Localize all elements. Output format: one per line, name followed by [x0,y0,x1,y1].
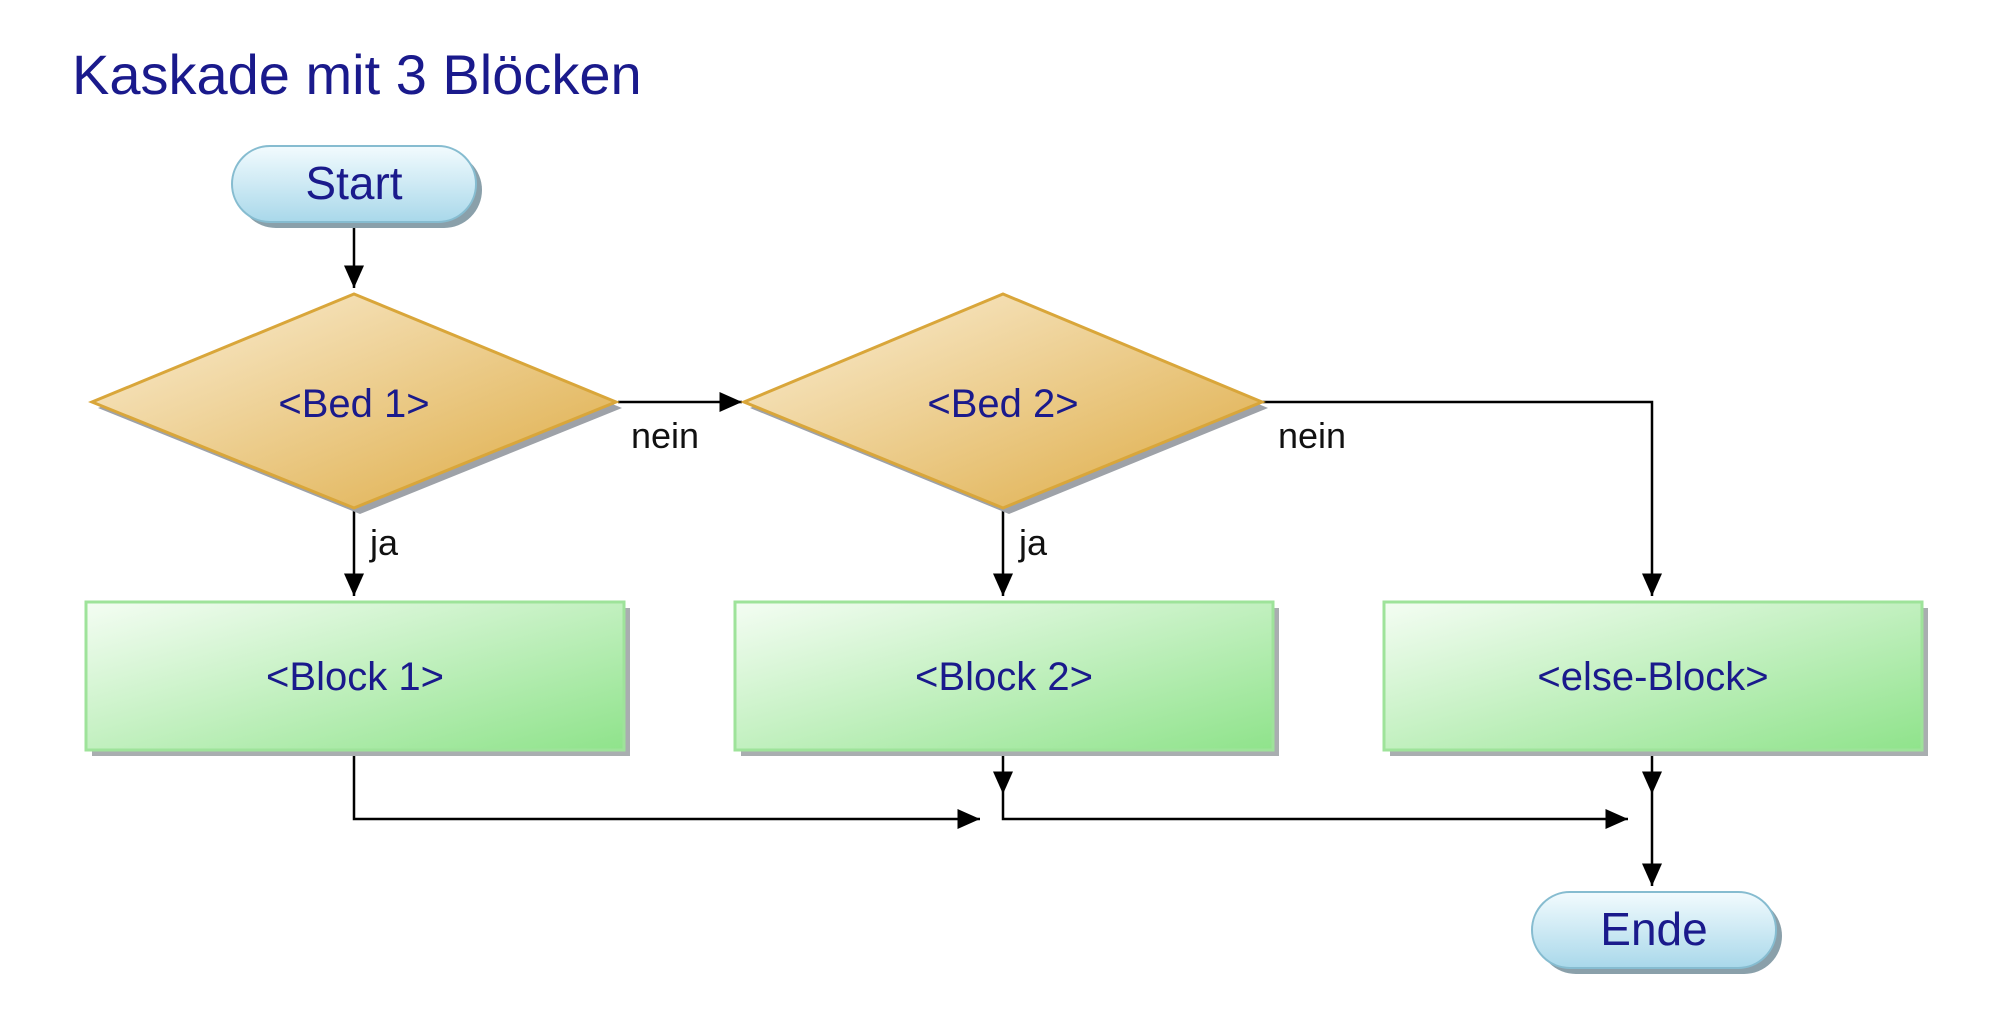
block2-label: <Block 2> [915,655,1093,699]
ende-label: Ende [1600,903,1707,955]
edge-label-bed1-nein: nein [631,415,699,456]
block2: <Block 2> [733,600,1279,756]
edge-label-bed2-nein: nein [1278,415,1346,456]
edge-merge-line [1001,794,1628,829]
diagram-title: Kaskade mit 3 Blöcken [72,43,642,106]
ende-node: Ende [1531,891,1782,974]
bed1-label: <Bed 1> [278,382,429,426]
edge-bed2-else [1262,400,1662,596]
start-node: Start [231,145,482,228]
start-label: Start [305,157,402,209]
block1: <Block 1> [84,600,630,756]
edge-block1-merge [352,752,980,829]
edge-label-bed1-ja: ja [369,522,399,563]
decision-bed2: <Bed 2> [740,292,1268,514]
block1-label: <Block 1> [266,655,444,699]
decision-bed1: <Bed 1> [88,292,622,514]
else-block-label: <else-Block> [1537,655,1768,699]
else-block: <else-Block> [1382,600,1928,756]
edge-label-bed2-ja: ja [1018,522,1048,563]
bed2-label: <Bed 2> [927,382,1078,426]
